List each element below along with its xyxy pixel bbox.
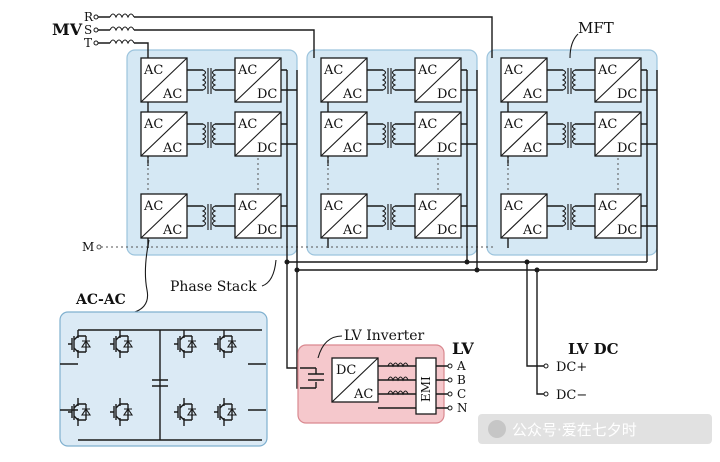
phase-r-label: R: [84, 10, 94, 24]
ac-ac-bottom-label: AC: [342, 223, 362, 238]
ac-ac-bottom-label: AC: [522, 87, 542, 102]
mft-label: MFT: [569, 19, 614, 59]
out-n-label: N: [457, 401, 468, 415]
igbt-switch-3: [174, 330, 198, 358]
ac-dc-bottom-label: DC: [617, 87, 637, 102]
dc-plus-label: DC+: [556, 360, 587, 375]
igbt-switch-2: [110, 330, 134, 358]
ac-ac-top-label: AC: [323, 117, 343, 132]
ac-dc-top-label: AC: [417, 117, 437, 132]
lv-inverter-panel: LV Inverter DC AC EMI: [297, 328, 453, 424]
ac-dc-bottom-label: DC: [257, 141, 277, 156]
ac-ac-top-label: AC: [143, 117, 163, 132]
ac-ac-bottom-label: AC: [162, 223, 182, 238]
svg-text:EMI: EMI: [419, 376, 433, 402]
ac-dc-top-label: AC: [237, 63, 257, 78]
converter-cells: ACACACDCACACACDCACACACDCACACACDCACACACDC…: [140, 57, 657, 248]
ac-dc-top-label: AC: [237, 199, 257, 214]
dc-bus-wires: [284, 70, 658, 397]
igbt-switch-4: [214, 330, 238, 358]
ac-dc-bottom-label: DC: [257, 87, 277, 102]
acac-switches: [68, 330, 238, 426]
igbt-switch-7: [174, 398, 198, 426]
ac-dc-bottom-label: DC: [617, 223, 637, 238]
ac-dc-bottom-label: DC: [257, 223, 277, 238]
phase-stack-text: Phase Stack: [170, 279, 257, 295]
watermark: 公众号·爱在七夕时: [478, 414, 712, 444]
ac-dc-bottom-label: DC: [437, 223, 457, 238]
mv-phase-wires: [93, 13, 493, 58]
phase-t-label: T: [84, 36, 92, 50]
igbt-switch-8: [214, 398, 238, 426]
ac-dc-top-label: AC: [237, 117, 257, 132]
watermark-text: 公众号·爱在七夕时: [512, 421, 637, 439]
svg-text:DC: DC: [336, 363, 356, 378]
cell-continuation: [327, 158, 439, 194]
ac-ac-bottom-label: AC: [162, 87, 182, 102]
ac-dc-top-label: AC: [597, 63, 617, 78]
mft-text: MFT: [578, 19, 614, 37]
out-a-label: A: [456, 359, 466, 373]
phase-stack-label: Phase Stack: [170, 259, 277, 295]
ac-ac-top-label: AC: [503, 63, 523, 78]
ac-ac-top-label: AC: [323, 199, 343, 214]
ac-dc-top-label: AC: [417, 199, 437, 214]
neutral-m-label: M: [82, 240, 94, 254]
ac-ac-top-label: AC: [143, 199, 163, 214]
igbt-switch-1: [68, 330, 92, 358]
cell-continuation: [147, 158, 259, 194]
ac-dc-bottom-label: DC: [617, 141, 637, 156]
ac-ac-top-label: AC: [503, 117, 523, 132]
ac-dc-top-label: AC: [417, 63, 437, 78]
igbt-switch-6: [110, 398, 134, 426]
lv-label: LV: [452, 339, 474, 358]
phase-s-label: S: [84, 23, 92, 37]
ac-dc-top-label: AC: [597, 117, 617, 132]
ac-dc-top-label: AC: [597, 199, 617, 214]
dc-minus-label: DC−: [556, 388, 587, 403]
ac-ac-bottom-label: AC: [522, 141, 542, 156]
acac-panel: AC-AC: [59, 239, 268, 447]
ac-ac-bottom-label: AC: [522, 223, 542, 238]
ac-ac-bottom-label: AC: [342, 141, 362, 156]
svg-text:AC: AC: [353, 387, 373, 402]
lv-dc-label: LV DC: [568, 340, 619, 358]
ac-ac-bottom-label: AC: [162, 141, 182, 156]
ac-ac-top-label: AC: [323, 63, 343, 78]
cell-continuation: [507, 158, 619, 194]
out-c-label: C: [457, 387, 466, 401]
ac-ac-top-label: AC: [143, 63, 163, 78]
out-b-label: B: [457, 373, 466, 387]
ac-dc-bottom-label: DC: [437, 87, 457, 102]
ac-ac-bottom-label: AC: [342, 87, 362, 102]
ac-dc-bottom-label: DC: [437, 141, 457, 156]
ac-ac-top-label: AC: [503, 199, 523, 214]
acac-title: AC-AC: [75, 292, 126, 308]
mv-label: MV: [52, 20, 83, 39]
lv-inverter-label: LV Inverter: [344, 328, 425, 344]
emi-filter: [415, 357, 437, 415]
igbt-switch-5: [68, 398, 92, 426]
